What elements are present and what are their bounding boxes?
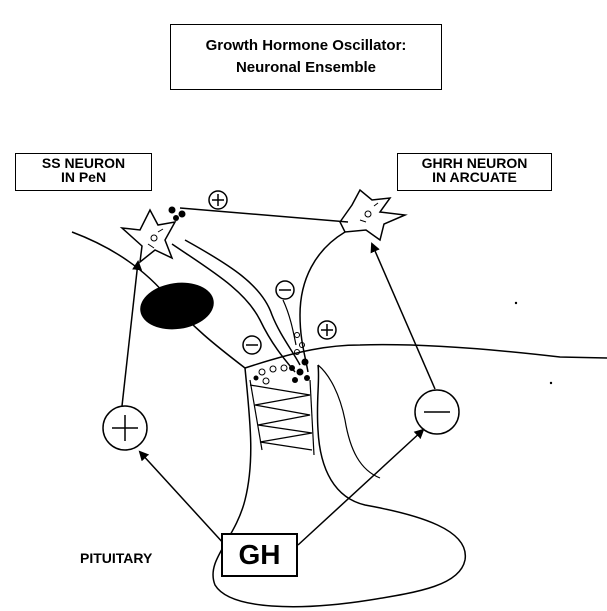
arrow-plus-to-ss	[122, 262, 138, 406]
diagram-title-box: Growth Hormone Oscillator: Neuronal Ense…	[170, 24, 442, 90]
ghrh-neuron-label: GHRH NEURON IN ARCUATE	[397, 153, 552, 191]
minus-sign-upper	[276, 281, 294, 299]
ghrh-neuron-body	[340, 190, 405, 240]
pituitary-inner-contour	[318, 365, 380, 478]
ss-neuron-label-line1: SS NEURON	[16, 156, 151, 170]
plus-feedback-circle	[103, 406, 147, 450]
diagram-title-line1: Growth Hormone Oscillator:	[171, 35, 441, 57]
ghrh-neuron-label-line2: IN ARCUATE	[398, 170, 551, 184]
ghrh-neuron-label-line1: GHRH NEURON	[398, 156, 551, 170]
plus-sign-ghrh-terminal	[318, 321, 336, 339]
minus-sign-lower	[243, 336, 261, 354]
portal-vessels	[250, 385, 312, 450]
pituitary-label: PITUITARY	[80, 550, 152, 566]
arrow-gh-to-plus	[140, 452, 225, 545]
ss-neuron-label-line2: IN PeN	[16, 170, 151, 184]
diagram-title-line2: Neuronal Ensemble	[171, 57, 441, 79]
gh-label-box: GH	[221, 533, 298, 577]
arrow-gh-to-minus	[298, 430, 423, 545]
minus-feedback-circle	[415, 390, 459, 434]
ss-neuron-label: SS NEURON IN PeN	[15, 153, 152, 191]
plus-sign-ss-to-ghrh	[209, 191, 227, 209]
arrow-minus-to-ghrh	[372, 244, 435, 389]
ss-neuron-body	[122, 210, 175, 262]
nucleus-oval	[137, 278, 217, 334]
